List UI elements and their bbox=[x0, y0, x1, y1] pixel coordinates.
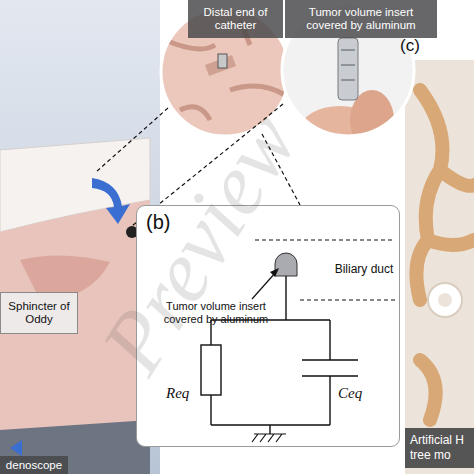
tissue-closeup bbox=[160, 0, 290, 140]
rotation-arrow bbox=[92, 178, 130, 224]
node-text: Distal end of catheter bbox=[192, 6, 279, 32]
aluminum-insert bbox=[338, 38, 358, 100]
phantom-photo bbox=[405, 60, 474, 474]
magnifier-ring bbox=[282, 4, 414, 136]
ring-hole bbox=[438, 293, 452, 307]
resistor-symbol bbox=[201, 345, 221, 395]
white-ring bbox=[428, 283, 462, 317]
component-label: Tumor volume insert covered by aluminum bbox=[146, 300, 286, 326]
arrow-head bbox=[270, 268, 279, 277]
region-label: Biliary duct bbox=[330, 262, 398, 276]
zoom-leader-lines bbox=[96, 104, 300, 226]
duct-boundary bbox=[255, 240, 395, 300]
node-text: denoscope bbox=[6, 459, 62, 472]
magnified-view-insert bbox=[280, 0, 420, 154]
leader-arrow bbox=[252, 272, 276, 299]
callout-box: Distal end of catheter bbox=[188, 0, 283, 38]
tissue-grooves bbox=[165, 20, 285, 120]
callout-box: Sphincter of Oddy bbox=[0, 292, 78, 334]
tissue-fold bbox=[20, 255, 110, 300]
model-tissue bbox=[0, 200, 150, 450]
capacitor-label: Ceq bbox=[338, 384, 374, 402]
papilla-slit bbox=[205, 55, 236, 76]
resistor-label: Req bbox=[166, 384, 200, 402]
direction-arrow bbox=[10, 440, 22, 456]
biliary-tree-model bbox=[416, 90, 474, 420]
circuit-wire bbox=[211, 276, 330, 434]
scene-background bbox=[0, 0, 160, 474]
magnified-view-catheter bbox=[160, 0, 290, 140]
insert-ridges bbox=[341, 50, 355, 80]
magnifier-ring bbox=[161, 8, 289, 136]
callout-box: Artificial H tree mo bbox=[405, 428, 474, 468]
watermark: Preview bbox=[44, 37, 356, 449]
scope-tip bbox=[126, 226, 138, 238]
capacitor-symbol bbox=[302, 360, 358, 376]
circuit-panel: (b) bbox=[136, 205, 400, 447]
electrode-symbol bbox=[275, 253, 297, 276]
callout-box: denoscope bbox=[0, 456, 68, 474]
node-text: Tumor volume insert covered by aluminum bbox=[289, 6, 433, 32]
callout-box: Tumor volume insert covered by aluminum bbox=[285, 0, 437, 38]
node-text: Sphincter of Oddy bbox=[4, 300, 74, 326]
ground-symbol bbox=[252, 434, 286, 442]
duodenoscope-body bbox=[0, 420, 150, 474]
node-text: Artificial H tree mo bbox=[410, 433, 469, 463]
node-text: (b) bbox=[146, 211, 170, 234]
catheter-tip bbox=[218, 54, 227, 68]
panel-label: (c) bbox=[400, 36, 440, 56]
